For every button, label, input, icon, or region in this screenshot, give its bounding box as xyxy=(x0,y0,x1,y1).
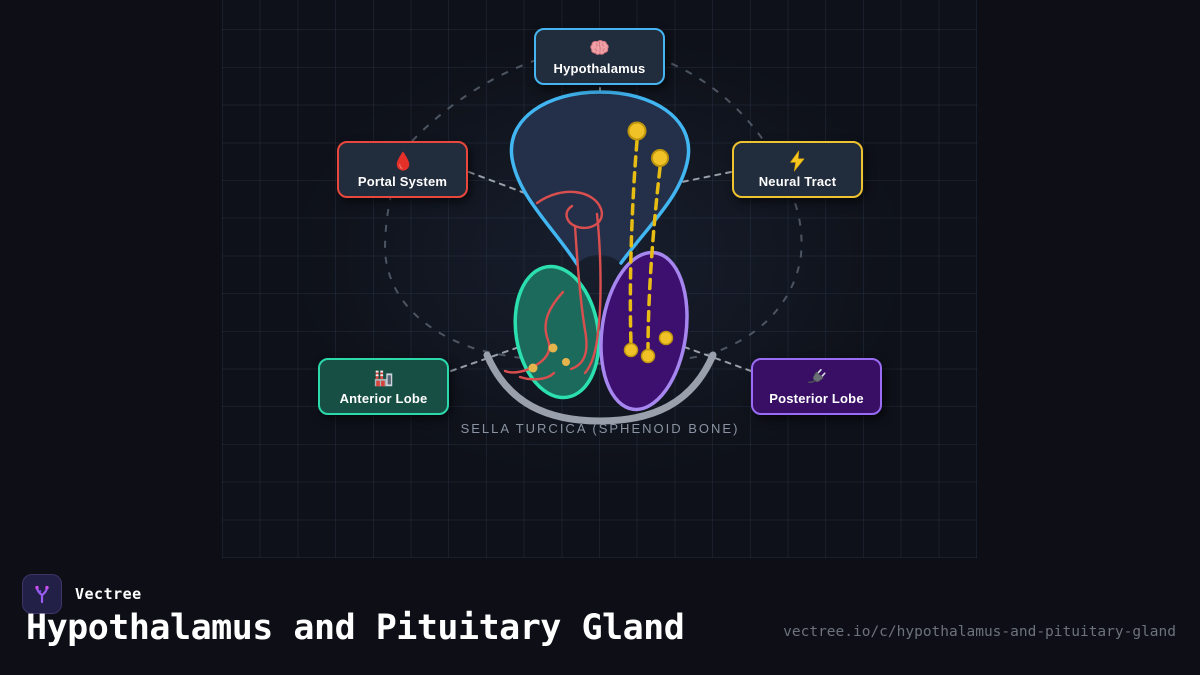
node-label: Posterior Lobe xyxy=(769,391,864,406)
node-anterior-lobe[interactable]: Anterior Lobe xyxy=(318,358,449,415)
node-portal-system[interactable]: Portal System xyxy=(337,141,468,198)
lightning-icon xyxy=(787,150,808,172)
node-neural-tract[interactable]: Neural Tract xyxy=(732,141,863,198)
poster-title: Hypothalamus and Pituitary Gland xyxy=(26,608,685,648)
node-hypothalamus[interactable]: Hypothalamus xyxy=(534,28,665,85)
node-label: Anterior Lobe xyxy=(339,391,428,406)
node-label: Hypothalamus xyxy=(553,61,646,76)
brand-row: Vectree xyxy=(22,574,142,614)
sella-caption: SELLA TURCICA (SPHENOID BONE) xyxy=(460,421,740,436)
poster-url[interactable]: vectree.io/c/hypothalamus-and-pituitary-… xyxy=(783,624,1176,640)
node-label: Neural Tract xyxy=(758,174,837,189)
node-posterior-lobe[interactable]: Posterior Lobe xyxy=(751,358,882,415)
factory-icon xyxy=(373,367,395,389)
vectree-branch-icon xyxy=(35,585,49,604)
vectree-logo[interactable] xyxy=(22,574,62,614)
brain-icon xyxy=(588,37,611,59)
plug-icon xyxy=(806,367,828,389)
node-label: Portal System xyxy=(357,174,448,189)
brand-name: Vectree xyxy=(75,585,142,603)
blood-drop-icon xyxy=(393,150,413,172)
